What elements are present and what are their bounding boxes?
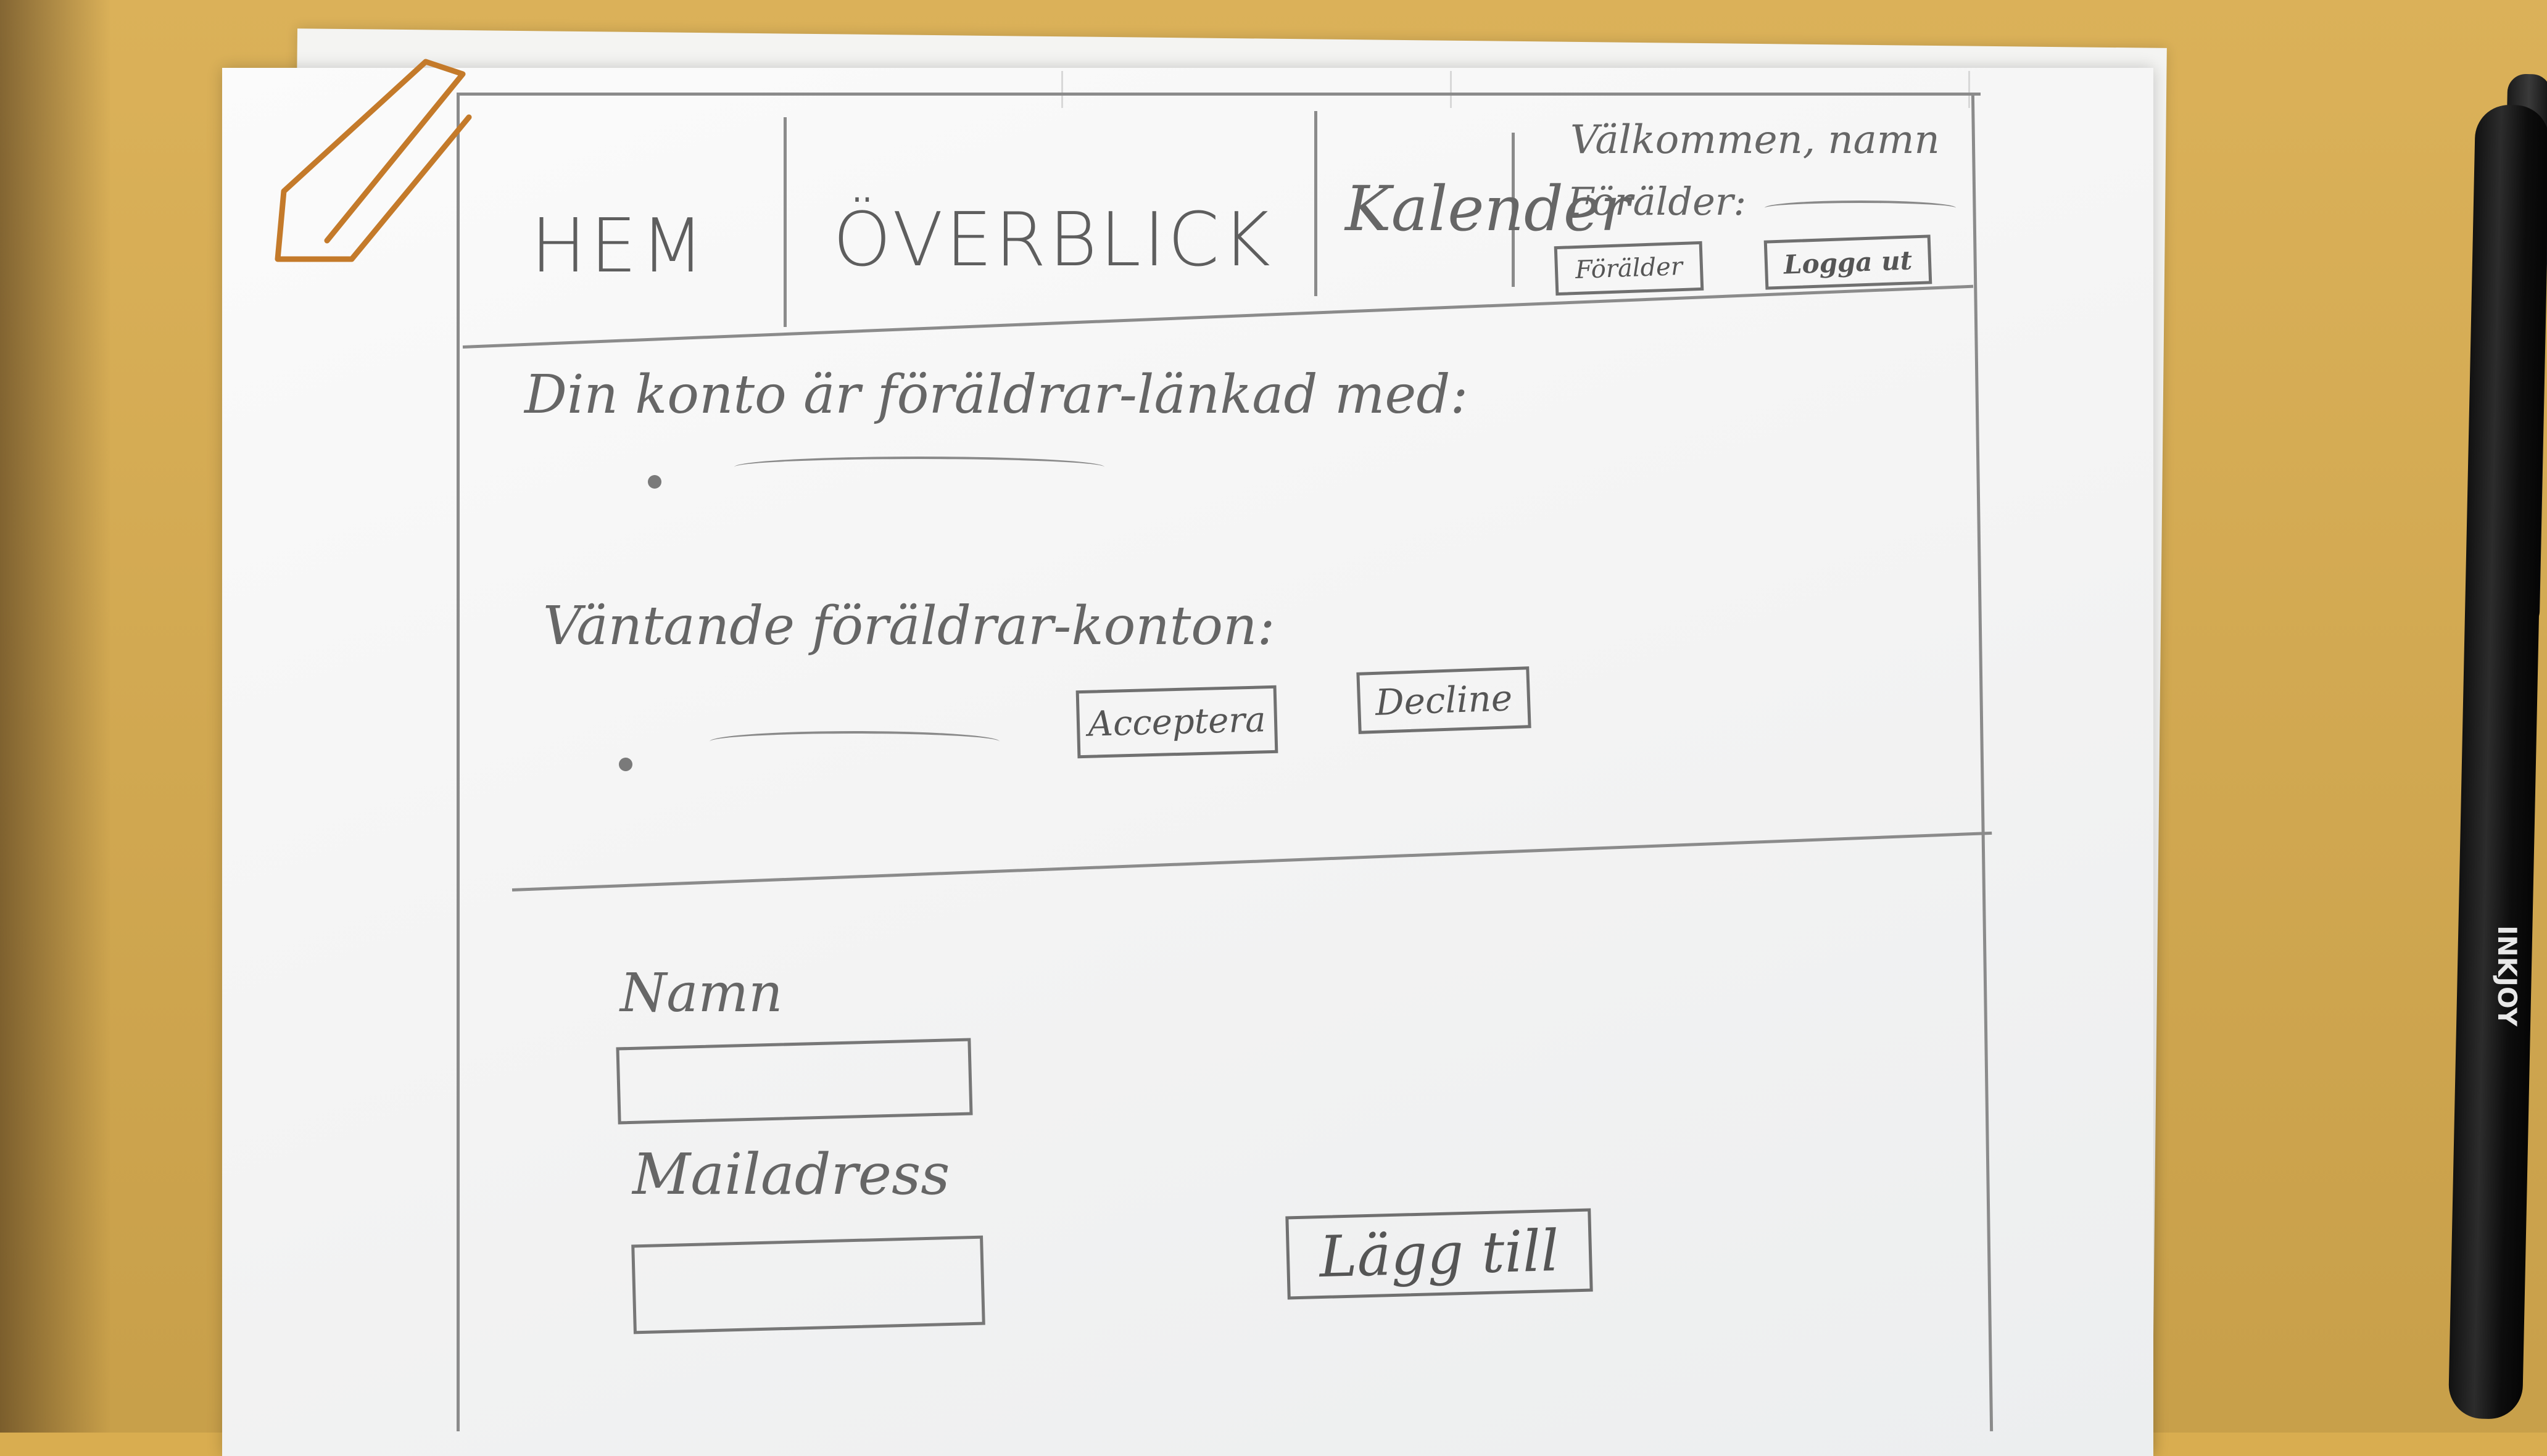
nav-divider: [1512, 133, 1515, 287]
accept-button[interactable]: Acceptera: [1075, 685, 1278, 759]
linked-account-placeholder: [734, 457, 1104, 478]
parent-button[interactable]: Förälder: [1554, 241, 1704, 296]
ghost-line: [1061, 71, 1063, 108]
email-input[interactable]: [631, 1235, 985, 1334]
pending-heading: Väntande föräldrar-konton:: [543, 595, 1275, 657]
nav-calendar[interactable]: Kalender: [1345, 173, 1630, 245]
pending-account-placeholder: [710, 731, 1000, 752]
nav-divider: [784, 117, 787, 327]
ghost-line: [1450, 71, 1452, 108]
name-label: Namn: [620, 962, 783, 1024]
nav-divider: [1314, 111, 1317, 296]
nav-overview[interactable]: ÖVERBLICK: [833, 197, 1273, 283]
frame-left-border: [457, 93, 460, 1431]
logout-button[interactable]: Logga ut: [1763, 234, 1932, 290]
add-button[interactable]: Lägg till: [1285, 1208, 1593, 1300]
name-input[interactable]: [616, 1038, 973, 1125]
pen-brand-label: INKJOY: [2492, 925, 2522, 1027]
list-bullet: [619, 758, 632, 771]
list-bullet: [648, 475, 661, 489]
paperclip-icon: [275, 59, 472, 262]
welcome-text: Välkommen, namn: [1570, 117, 1940, 163]
parent-label: Förälder:: [1567, 179, 1747, 224]
decline-button[interactable]: Decline: [1356, 666, 1531, 734]
nav-home[interactable]: HEM: [531, 204, 708, 289]
email-label: Mailadress: [632, 1141, 950, 1207]
paper-sheet: [222, 68, 2153, 1456]
linked-heading: Din konto är föräldrar-länkad med:: [524, 364, 1468, 426]
parent-name-placeholder: [1765, 201, 1956, 215]
ghost-line: [1968, 71, 1970, 108]
frame-top-border: [457, 93, 1981, 96]
